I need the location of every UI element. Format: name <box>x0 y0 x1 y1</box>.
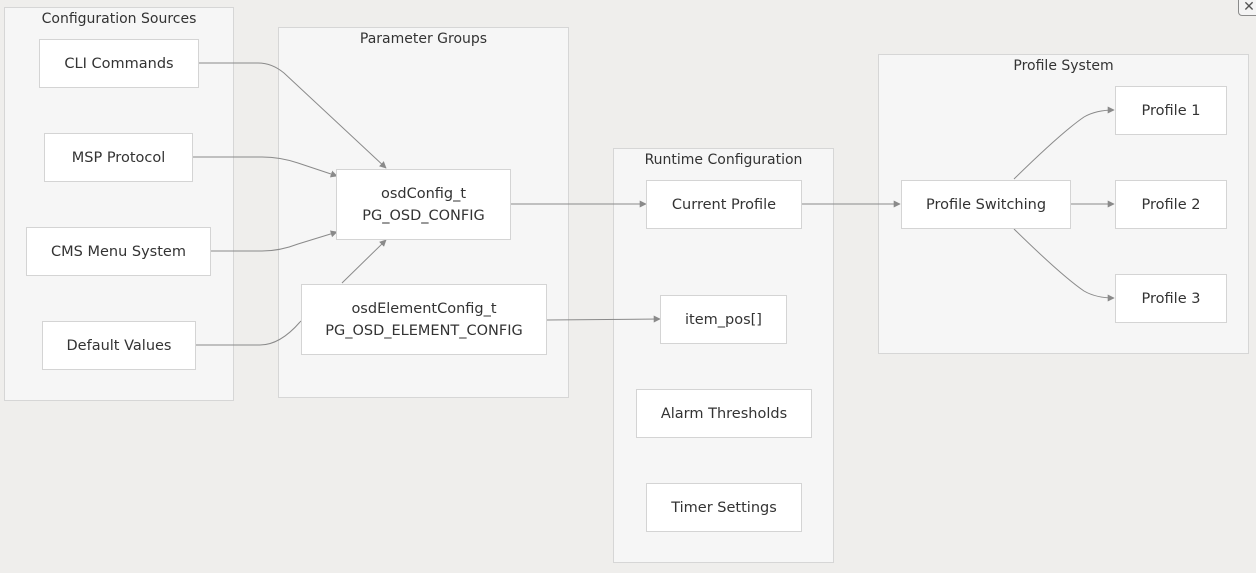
node-profile-3[interactable]: Profile 3 <box>1115 274 1227 323</box>
node-profile-switching[interactable]: Profile Switching <box>901 180 1071 229</box>
node-default-values[interactable]: Default Values <box>42 321 196 370</box>
node-timer-settings[interactable]: Timer Settings <box>646 483 802 532</box>
node-label: Timer Settings <box>671 499 777 516</box>
group-title: Parameter Groups <box>359 31 488 47</box>
group-title: Configuration Sources <box>41 11 197 27</box>
node-label: Alarm Thresholds <box>660 405 788 422</box>
node-label: Profile Switching <box>925 196 1047 213</box>
node-label: CLI Commands <box>64 55 174 72</box>
node-label-line1: osdElementConfig_t <box>351 300 497 317</box>
node-item-pos[interactable]: item_pos[] <box>660 295 787 344</box>
node-label: Profile 2 <box>1141 196 1201 213</box>
close-icon: ✕ <box>1243 0 1255 15</box>
close-button[interactable]: ✕ <box>1238 0 1256 16</box>
node-cli-commands[interactable]: CLI Commands <box>39 39 199 88</box>
node-label: item_pos[] <box>685 311 762 328</box>
node-label-line2: PG_OSD_ELEMENT_CONFIG <box>325 322 523 339</box>
node-msp-protocol[interactable]: MSP Protocol <box>44 133 193 182</box>
node-osd-element-config[interactable]: osdElementConfig_t PG_OSD_ELEMENT_CONFIG <box>301 284 547 355</box>
node-label: Profile 1 <box>1141 102 1201 119</box>
node-label-line2: PG_OSD_CONFIG <box>362 207 485 224</box>
node-label: Current Profile <box>671 196 777 213</box>
node-label: Profile 3 <box>1141 290 1201 307</box>
node-alarm-thresholds[interactable]: Alarm Thresholds <box>636 389 812 438</box>
node-profile-1[interactable]: Profile 1 <box>1115 86 1227 135</box>
node-osd-config[interactable]: osdConfig_t PG_OSD_CONFIG <box>336 169 511 240</box>
node-label: CMS Menu System <box>51 243 186 260</box>
group-title: Runtime Configuration <box>644 152 803 168</box>
node-label: Default Values <box>66 337 172 354</box>
node-cms-menu-system[interactable]: CMS Menu System <box>26 227 211 276</box>
node-label-line1: osdConfig_t <box>380 185 467 202</box>
group-title: Profile System <box>1013 58 1114 74</box>
node-profile-2[interactable]: Profile 2 <box>1115 180 1227 229</box>
node-label: MSP Protocol <box>71 149 166 166</box>
node-current-profile[interactable]: Current Profile <box>646 180 802 229</box>
